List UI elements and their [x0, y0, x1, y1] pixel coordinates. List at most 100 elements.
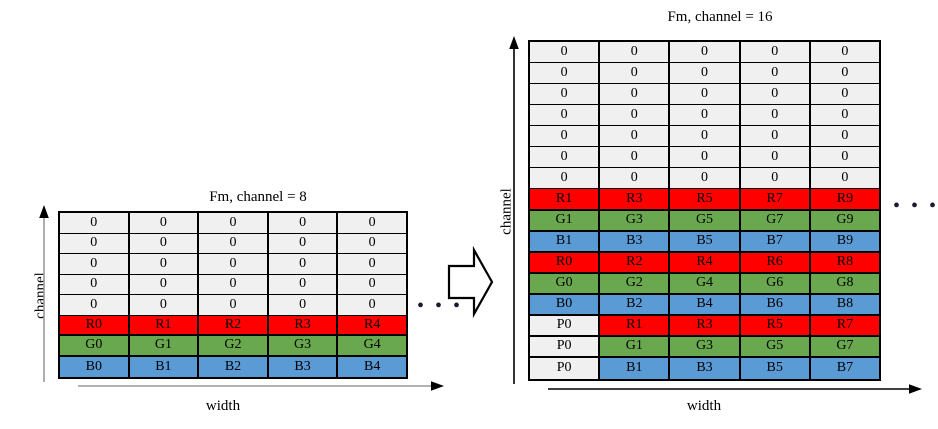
table-cell: B1 [530, 231, 601, 253]
table-cell: 0 [670, 105, 741, 127]
table-cell: 0 [670, 168, 741, 190]
table-cell: 0 [810, 126, 880, 148]
table-cell: 0 [810, 42, 880, 64]
table-cell: G0 [530, 273, 601, 295]
right-table-title: Fm, channel = 16 [667, 9, 773, 25]
table-cell: R7 [810, 315, 880, 337]
table-cell: 0 [600, 63, 671, 85]
table-cell: 0 [60, 254, 130, 275]
table-cell: 0 [810, 84, 880, 106]
table-cell: 0 [268, 295, 339, 316]
table-cell: R1 [600, 315, 671, 337]
table-cell: G1 [600, 336, 671, 358]
table-cell: R5 [740, 315, 811, 337]
table-cell: R8 [810, 252, 880, 274]
table-cell: B3 [600, 231, 671, 253]
table-cell: R3 [268, 315, 339, 336]
table-cell: 0 [268, 274, 339, 295]
right-width-axis-label: width [686, 398, 722, 414]
table-cell: B9 [810, 231, 880, 253]
left-width-axis-label: width [205, 398, 241, 414]
table-cell: R5 [670, 189, 741, 211]
table-cell: G2 [199, 336, 269, 357]
table-cell: 0 [530, 168, 601, 190]
table-cell: R3 [600, 189, 671, 211]
table-cell: 0 [129, 233, 200, 254]
table-cell: G3 [670, 336, 741, 358]
table-cell: 0 [600, 126, 671, 148]
table-cell: P0 [530, 315, 601, 337]
table-cell: 0 [199, 295, 269, 316]
table-cell: B8 [810, 294, 880, 316]
table-cell: R7 [740, 189, 811, 211]
table-cell: G0 [60, 336, 130, 357]
table-cell: G5 [670, 210, 741, 232]
table-cell: 0 [60, 213, 130, 234]
table-cell: G4 [670, 273, 741, 295]
table-cell: 0 [600, 147, 671, 169]
table-cell: 0 [338, 233, 406, 254]
table-cell: 0 [810, 63, 880, 85]
table-cell: B0 [530, 294, 601, 316]
table-cell: P0 [530, 357, 601, 379]
table-cell: 0 [60, 233, 130, 254]
table-cell: 0 [268, 213, 339, 234]
table-cell: 0 [338, 295, 406, 316]
right-channel-axis-label: channel [498, 188, 515, 235]
table-cell: B3 [268, 356, 339, 377]
table-cell: R0 [530, 252, 601, 274]
table-cell: G5 [740, 336, 811, 358]
table-cell: 0 [740, 168, 811, 190]
table-cell: R9 [810, 189, 880, 211]
table-cell: 0 [600, 42, 671, 64]
table-cell: 0 [740, 147, 811, 169]
table-cell: 0 [60, 274, 130, 295]
table-cell: R6 [740, 252, 811, 274]
table-cell: 0 [670, 126, 741, 148]
table-cell: 0 [268, 233, 339, 254]
table-cell: 0 [740, 63, 811, 85]
table-cell: 0 [129, 274, 200, 295]
table-cell: R2 [199, 315, 269, 336]
table-cell: 0 [740, 126, 811, 148]
table-cell: R0 [60, 315, 130, 336]
right-table-ellipsis: • • • [893, 195, 938, 217]
table-cell: B6 [740, 294, 811, 316]
table-cell: B5 [670, 231, 741, 253]
table-cell: 0 [530, 42, 601, 64]
left-width-axis-arrow [78, 381, 444, 391]
table-cell: G1 [530, 210, 601, 232]
table-cell: 0 [740, 105, 811, 127]
table-cell: G2 [600, 273, 671, 295]
table-cell: G8 [810, 273, 880, 295]
table-cell: R3 [670, 315, 741, 337]
table-cell: 0 [129, 295, 200, 316]
table-cell: 0 [530, 147, 601, 169]
table-cell: 0 [670, 84, 741, 106]
table-cell: 0 [60, 295, 130, 316]
table-cell: 0 [670, 63, 741, 85]
table-cell: B7 [740, 231, 811, 253]
table-cell: 0 [810, 168, 880, 190]
table-cell: R2 [600, 252, 671, 274]
table-cell: 0 [199, 233, 269, 254]
table-cell: 0 [530, 126, 601, 148]
